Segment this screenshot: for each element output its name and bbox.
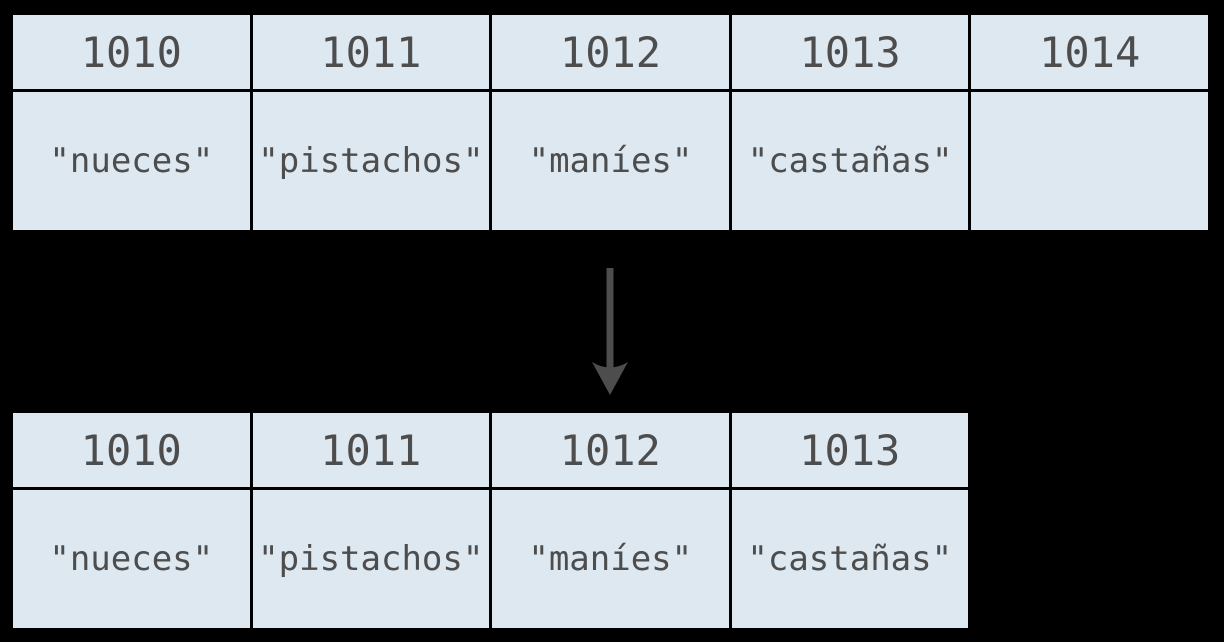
address-cell: 1013 xyxy=(728,410,971,490)
address-cell: 1013 xyxy=(728,12,972,92)
address-cell: 1011 xyxy=(249,12,493,92)
address-cell: 1012 xyxy=(489,410,732,490)
value-cell: "maníes" xyxy=(489,89,732,233)
address-cell-empty-slot: 1014 xyxy=(968,12,1211,92)
value-cell-empty-slot xyxy=(968,89,1211,233)
address-cell: 1010 xyxy=(10,12,253,92)
address-row: 1010 1011 1012 1013 xyxy=(10,410,971,490)
address-cell: 1010 xyxy=(10,410,253,490)
value-cell: "castañas" xyxy=(728,487,971,631)
value-cell: "pistachos" xyxy=(249,487,492,631)
value-cell: "maníes" xyxy=(489,487,732,631)
address-row: 1010 1011 1012 1013 1014 xyxy=(10,12,1211,92)
value-cell: "pistachos" xyxy=(249,89,493,233)
memory-table-after: 1010 1011 1012 1013 "nueces" "pistachos"… xyxy=(10,410,971,631)
value-cell: "nueces" xyxy=(10,89,253,233)
memory-table-before: 1010 1011 1012 1013 1014 "nueces" "pista… xyxy=(10,12,1211,233)
value-cell: "nueces" xyxy=(10,487,253,631)
value-cell: "castañas" xyxy=(728,89,972,233)
address-cell: 1012 xyxy=(489,12,732,92)
address-cell: 1011 xyxy=(249,410,492,490)
value-row: "nueces" "pistachos" "maníes" "castañas" xyxy=(10,89,1211,233)
down-arrow-icon xyxy=(592,268,628,395)
value-row: "nueces" "pistachos" "maníes" "castañas" xyxy=(10,487,971,631)
